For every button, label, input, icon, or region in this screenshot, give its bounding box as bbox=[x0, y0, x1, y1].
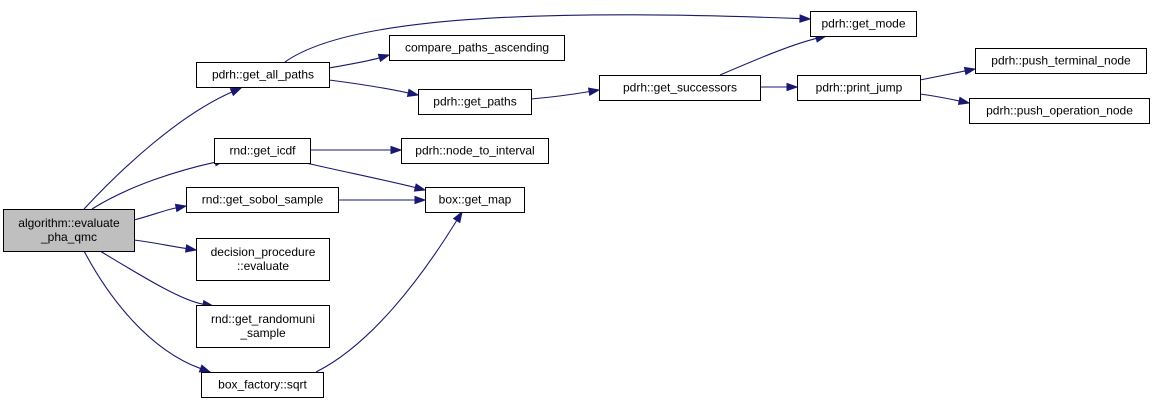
node-get-mode[interactable]: pdrh::get_mode bbox=[810, 11, 917, 37]
node-box bbox=[418, 89, 532, 115]
node-box bbox=[975, 48, 1147, 74]
node-label: pdrh::node_to_interval bbox=[415, 144, 534, 158]
arrowhead-icon bbox=[413, 183, 427, 192]
node-box bbox=[214, 138, 311, 164]
edge-get-all-paths-to-compare-paths-ascending bbox=[328, 53, 391, 69]
edge-get-all-paths-to-get-mode bbox=[284, 14, 812, 63]
edge-get-icdf-to-get-map bbox=[305, 162, 427, 192]
node-label: box::get_map bbox=[439, 193, 512, 207]
node-push-operation-node[interactable]: pdrh::push_operation_node bbox=[969, 98, 1150, 124]
node-label: algorithm::evaluate bbox=[18, 216, 120, 230]
arrowhead-icon bbox=[184, 244, 198, 253]
arrowhead-icon bbox=[198, 364, 212, 373]
edge-print-jump-to-push-operation-node bbox=[919, 93, 971, 106]
arrowhead-icon bbox=[174, 203, 188, 213]
node-label: compare_paths_ascending bbox=[405, 41, 549, 55]
edge-get-all-paths-to-get-paths bbox=[328, 79, 420, 98]
node-compare-paths-ascending[interactable]: compare_paths_ascending bbox=[389, 35, 565, 61]
node-sqrt[interactable]: box_factory::sqrt bbox=[201, 372, 324, 398]
node-label: pdrh::print_jump bbox=[816, 81, 903, 95]
node-label: pdrh::get_mode bbox=[821, 17, 905, 31]
node-label: pdrh::push_terminal_node bbox=[991, 54, 1131, 68]
node-get-all-paths[interactable]: pdrh::get_all_paths bbox=[196, 62, 330, 88]
arrowhead-icon bbox=[963, 66, 977, 76]
root-node: algorithm::evaluate_pha_qmc bbox=[3, 209, 135, 252]
edge-root-to-get-all-paths bbox=[83, 87, 243, 210]
node-label: ::evaluate bbox=[237, 259, 289, 273]
node-box bbox=[3, 209, 135, 252]
arrowhead-icon bbox=[377, 53, 391, 63]
node-box bbox=[196, 62, 330, 88]
node-box bbox=[599, 75, 761, 101]
arrowhead-icon bbox=[957, 96, 971, 106]
edge-get-sobol-sample-to-get-map bbox=[338, 195, 427, 205]
node-label: rnd::get_randomuni bbox=[211, 312, 315, 326]
node-box bbox=[201, 372, 324, 398]
node-evaluate[interactable]: decision_procedure::evaluate bbox=[196, 238, 330, 281]
edge-get-icdf-to-node-to-interval bbox=[309, 145, 403, 155]
node-get-successors[interactable]: pdrh::get_successors bbox=[599, 75, 761, 101]
node-label: pdrh::push_operation_node bbox=[986, 104, 1133, 118]
node-box bbox=[389, 35, 565, 61]
edge-root-to-get-sobol-sample bbox=[133, 203, 188, 221]
edge-get-successors-to-print-jump bbox=[760, 82, 799, 92]
node-label: _pha_qmc bbox=[40, 230, 97, 244]
arrowhead-icon bbox=[414, 195, 427, 205]
edge-get-successors-to-get-mode bbox=[719, 34, 828, 76]
node-label: _sample bbox=[239, 326, 286, 340]
arrowhead-icon bbox=[229, 87, 243, 97]
node-label: decision_procedure bbox=[211, 245, 316, 259]
node-get-paths[interactable]: pdrh::get_paths bbox=[418, 89, 532, 115]
node-get-sobol-sample[interactable]: rnd::get_sobol_sample bbox=[186, 187, 339, 213]
node-box bbox=[196, 305, 330, 348]
node-node-to-interval[interactable]: pdrh::node_to_interval bbox=[401, 138, 549, 164]
node-box bbox=[425, 187, 525, 213]
node-print-jump[interactable]: pdrh::print_jump bbox=[797, 75, 921, 101]
node-box bbox=[186, 187, 339, 213]
node-box bbox=[797, 75, 921, 101]
node-get-map[interactable]: box::get_map bbox=[425, 187, 525, 213]
edge-print-jump-to-push-terminal-node bbox=[919, 66, 977, 81]
arrowhead-icon bbox=[390, 145, 403, 155]
edge-root-to-sqrt bbox=[83, 250, 212, 373]
node-box bbox=[810, 11, 917, 37]
node-box bbox=[401, 138, 549, 164]
node-get-randomuni-sample[interactable]: rnd::get_randomuni_sample bbox=[196, 305, 330, 348]
arrowhead-icon bbox=[452, 210, 463, 224]
arrowhead-icon bbox=[406, 88, 420, 98]
node-box bbox=[196, 238, 330, 281]
node-get-icdf[interactable]: rnd::get_icdf bbox=[214, 138, 311, 164]
node-label: pdrh::get_successors bbox=[623, 81, 737, 95]
node-label: box_factory::sqrt bbox=[218, 378, 307, 392]
nodes-layer: algorithm::evaluate_pha_qmc pdrh::get_all… bbox=[3, 11, 1150, 398]
arrowhead-icon bbox=[799, 14, 812, 23]
arrowhead-icon bbox=[786, 82, 799, 92]
node-label: rnd::get_icdf bbox=[229, 144, 296, 158]
node-label: rnd::get_sobol_sample bbox=[202, 193, 324, 207]
edge-get-paths-to-get-successors bbox=[530, 87, 601, 100]
node-label: pdrh::get_all_paths bbox=[212, 68, 314, 82]
arrowhead-icon bbox=[587, 87, 601, 96]
node-label: pdrh::get_paths bbox=[433, 95, 516, 109]
node-box bbox=[969, 98, 1150, 124]
node-push-terminal-node[interactable]: pdrh::push_terminal_node bbox=[975, 48, 1147, 74]
edge-sqrt-to-get-map bbox=[315, 210, 463, 373]
edge-root-to-evaluate bbox=[133, 239, 198, 253]
edges-layer bbox=[83, 14, 977, 373]
